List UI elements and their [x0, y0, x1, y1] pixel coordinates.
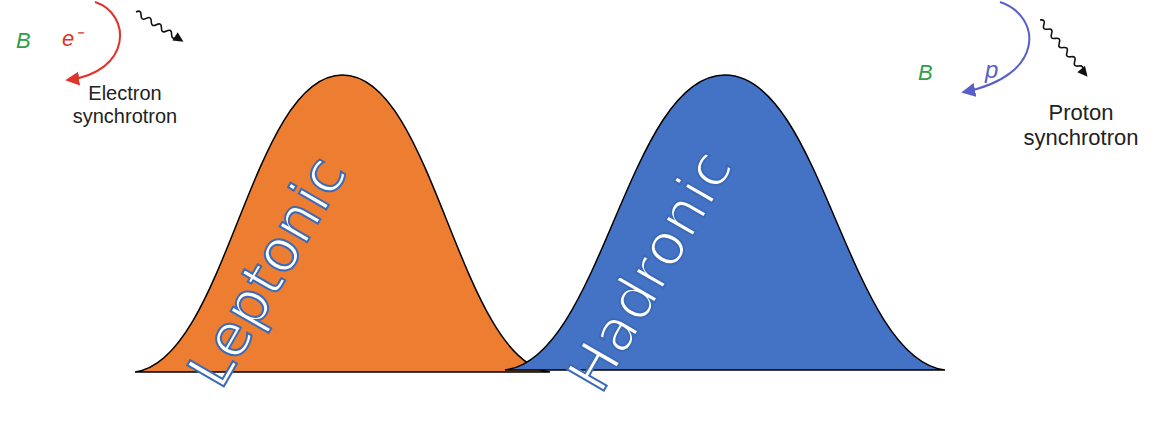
field-symbol: B: [918, 60, 948, 85]
photon-wave: [1036, 17, 1091, 80]
proton-orbit: [964, 2, 1029, 92]
particle-symbol: p: [985, 56, 1015, 84]
bump-shape: [505, 75, 945, 370]
photon-wave: [133, 8, 186, 46]
process-caption: Electron synchrotron: [50, 82, 200, 128]
process-caption: Proton synchrotron: [1000, 100, 1162, 151]
spectral-bump: Leptonic: [135, 75, 550, 372]
field-symbol: B: [16, 28, 46, 53]
particle-symbol: e⁻: [62, 26, 96, 51]
spectral-bump: Hadronic: [505, 75, 945, 370]
bump-shape: [135, 75, 550, 372]
